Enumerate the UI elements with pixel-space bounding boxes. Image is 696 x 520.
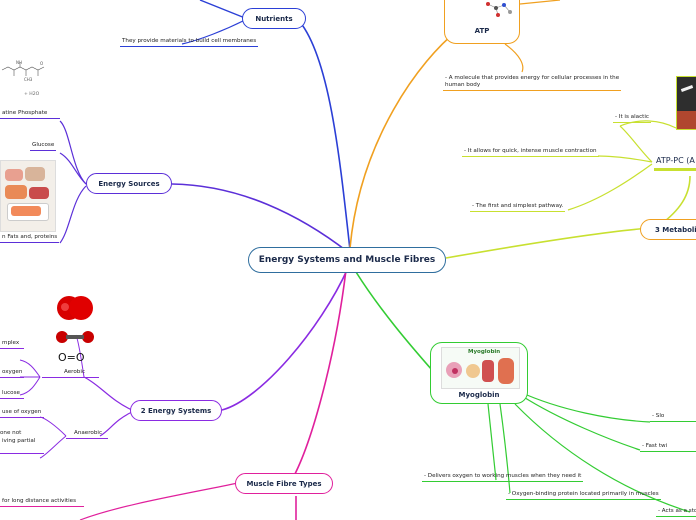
muscle-fibre-types-title: Muscle Fibre Types [246,479,322,488]
atp-pc-image [676,76,696,130]
atp-definition-line2: human body [445,81,481,88]
atp-title: ATP [474,27,490,35]
nutrients-note: They provide materials to build cell mem… [120,38,259,47]
aerobic-item-3: lucose [0,390,24,399]
muscle-fibre-item: for long distance activities [0,498,84,507]
myoglobin-item-4: - Slo [650,413,696,422]
central-topic[interactable]: Energy Systems and Muscle Fibres [248,247,446,273]
atp-pc-item-2: - It allows for quick, intense muscle co… [462,148,599,157]
atp-molecule-image [484,0,514,20]
oxygen-molecule-image [52,294,98,364]
svg-text:NH: NH [16,60,22,65]
svg-text:CH3: CH3 [24,77,33,82]
metabolic-node[interactable]: 3 Metaboli [640,219,696,240]
aerobic-item-1: mplex [0,340,24,349]
anaerobic-item-1: use of oxygen [0,409,44,418]
anaerobic-item-3: iving partial [0,438,44,454]
energy-sources-title: Energy Sources [98,179,160,188]
anaerobic-label: Anaerobic [66,430,109,439]
central-topic-title: Energy Systems and Muscle Fibres [258,255,436,265]
atp-pc-item-1: - It is alactic [613,114,651,123]
myoglobin-title: Myoglobin [458,391,500,399]
metabolic-title: 3 Metaboli [655,225,696,234]
myoglobin-item-3: - Acts as a sto [656,508,696,517]
nutrients-title: Nutrients [255,14,293,23]
myoglobin-image: Myoglobin [441,347,520,389]
atp-pc-title[interactable]: ATP-PC (A [654,156,696,171]
myoglobin-image-title: Myoglobin [468,349,501,355]
muscle-fibre-types-node[interactable]: Muscle Fibre Types [235,473,333,494]
myoglobin-item-2: - Oxygen-binding protein located primari… [506,491,661,500]
energy-source-item-1: atine Phosphate [0,110,60,119]
nutrients-node[interactable]: Nutrients [242,8,306,29]
energy-source-item-3: n Fats and, proteins [0,234,60,243]
food-image [0,160,56,232]
atp-definition-line1: - A molecule that provides energy for ce… [445,75,620,81]
anaerobic-item-2: one not [0,430,22,436]
atp-pc-item-3: - The first and simplest pathway. [470,203,566,212]
myoglobin-item-1: - Delivers oxygen to working muscles whe… [422,473,584,482]
formula-water-text: + H2O [24,92,40,97]
atp-definition: - A molecule that provides energy for ce… [443,75,622,91]
energy-systems-title: 2 Energy Systems [140,406,212,415]
svg-text:O: O [40,61,43,66]
oxygen-formula: O=O [58,351,85,364]
energy-sources-node[interactable]: Energy Sources [86,173,172,194]
myoglobin-item-5: - Fast twi [640,443,696,452]
chemical-structure-image: NH CH3 O [0,58,60,104]
atp-node[interactable]: ATP [444,0,520,44]
energy-systems-node[interactable]: 2 Energy Systems [130,400,222,421]
energy-source-item-2: Glucose [30,142,57,151]
aerobic-item-2: oxygen [0,369,24,378]
aerobic-label: Aerobic [42,369,99,378]
